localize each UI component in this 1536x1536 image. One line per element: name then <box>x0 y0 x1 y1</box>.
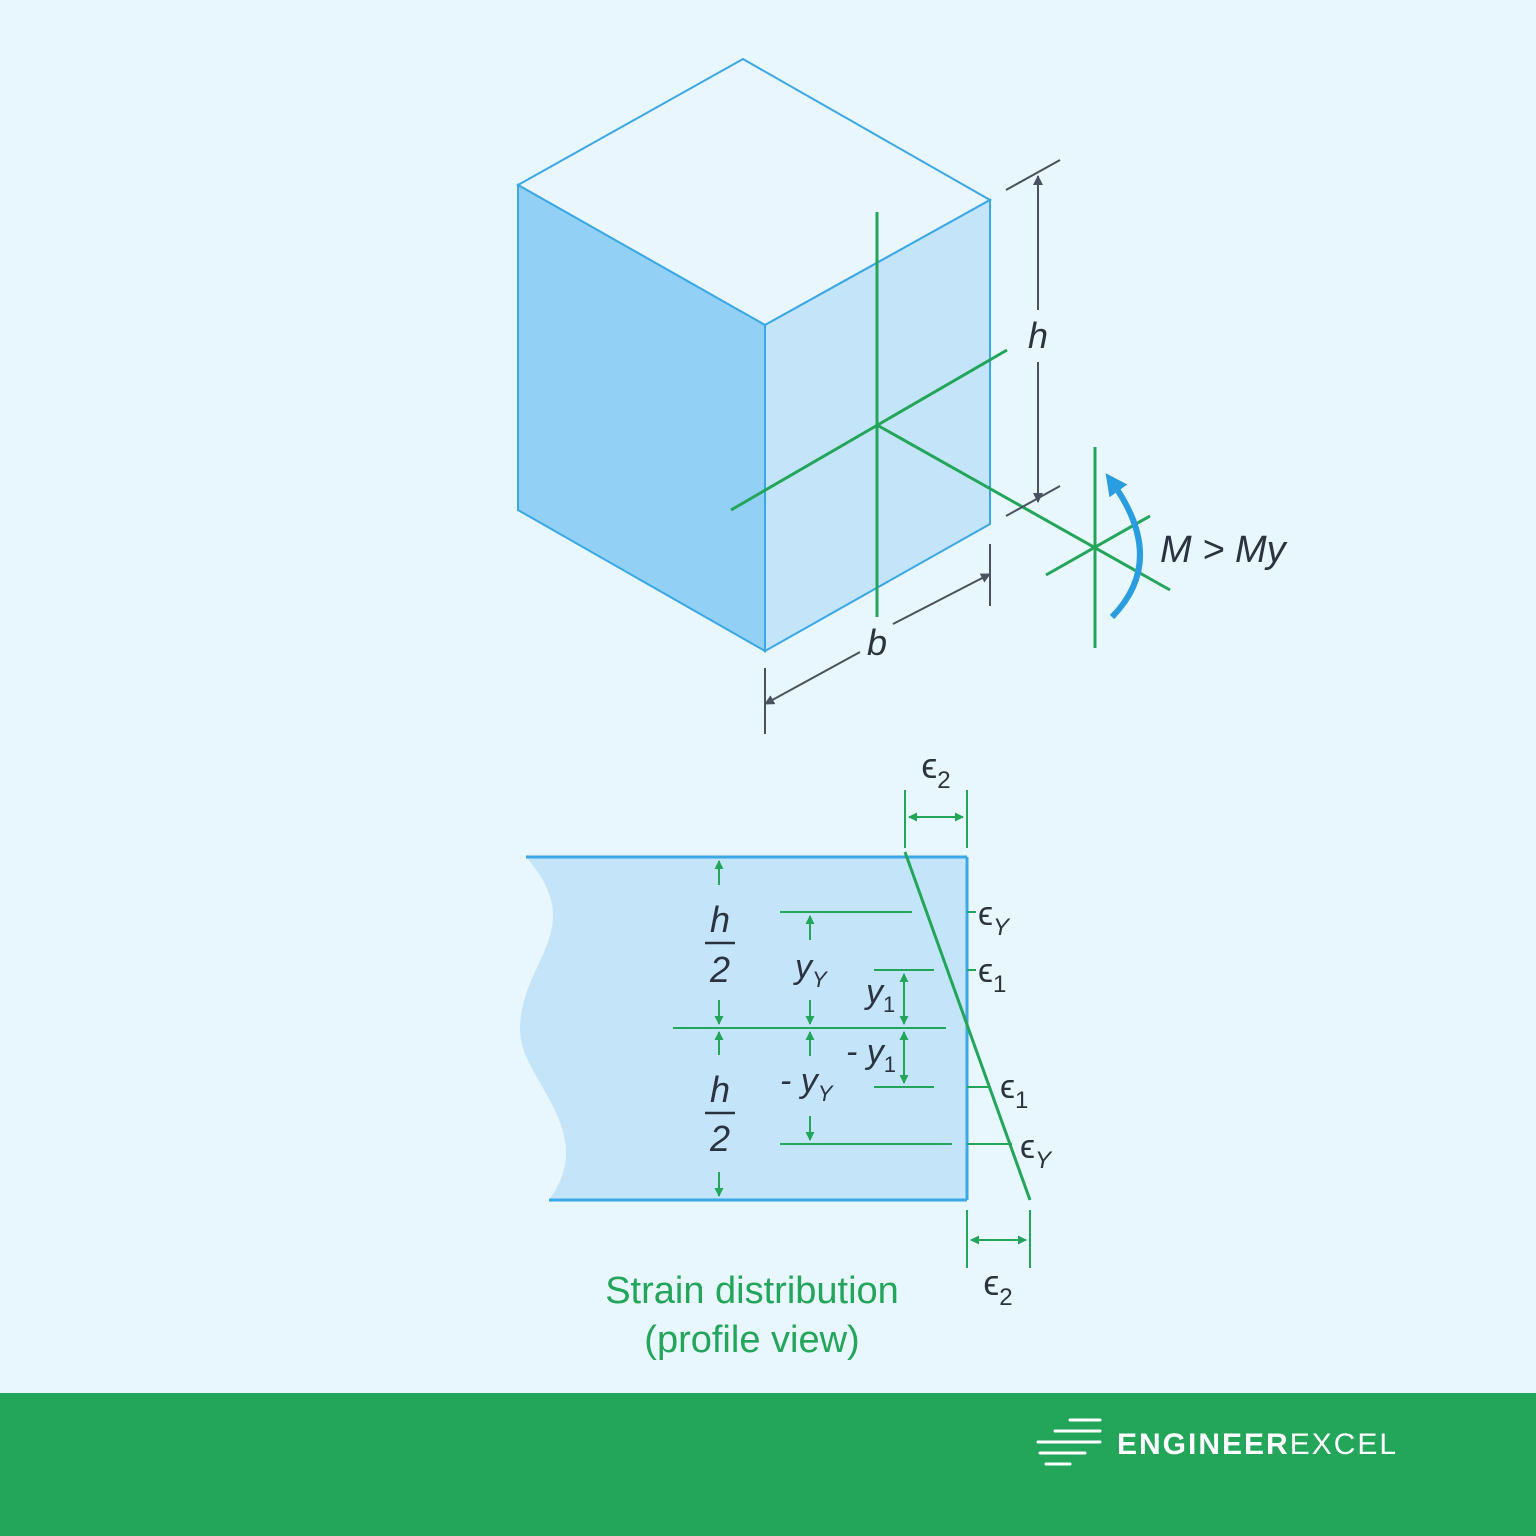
h-half-bot-num: h <box>710 1069 730 1110</box>
brand-name: ENGINEEREXCEL <box>1117 1428 1398 1461</box>
centroid-axes <box>730 212 1171 648</box>
horizontal-axis <box>730 348 1008 512</box>
neg-y1-label: - y1 <box>846 1033 896 1077</box>
moment-arrow <box>1105 473 1143 620</box>
beam-block <box>515 57 993 653</box>
reference-lines <box>673 911 1012 1145</box>
strain-line <box>903 851 1032 1201</box>
profile-labels: ϵ2 ϵY ϵ1 ϵ1 ϵY ϵ2 h 2 h 2 yY y1 - y1 - y… <box>705 745 1053 1311</box>
caption-line-2: (profile view) <box>644 1319 859 1361</box>
epsY-top-label: ϵY <box>978 895 1011 941</box>
b-label: b <box>867 622 887 663</box>
dimension-h <box>1005 159 1061 517</box>
footer-bar <box>0 1393 1536 1536</box>
longitudinal-axis <box>876 423 1171 592</box>
eps2-bot-label: ϵ2 <box>983 1262 1012 1311</box>
brand-logo-icon <box>1036 1418 1102 1466</box>
yY-label: yY <box>793 948 828 992</box>
h-half-top-num: h <box>710 899 730 940</box>
eps1-bot-label: ϵ1 <box>1000 1068 1028 1114</box>
h-half-bot-den: 2 <box>709 1118 730 1159</box>
h-label: h <box>1028 315 1048 356</box>
neg-yY-label: - yY <box>780 1062 834 1106</box>
moment-label: M > My <box>1160 529 1288 571</box>
eps2-top-label: ϵ2 <box>921 745 950 794</box>
vertical-dimensions <box>714 860 909 1197</box>
epsY-bot-label: ϵY <box>1020 1128 1053 1174</box>
eps1-top-label: ϵ1 <box>978 952 1006 998</box>
h-half-top-den: 2 <box>709 949 730 990</box>
caption-line-1: Strain distribution <box>605 1270 899 1312</box>
epsilon2-dimensions <box>904 790 1031 1268</box>
y1-label: y1 <box>864 973 895 1017</box>
dimension-b <box>764 544 991 734</box>
